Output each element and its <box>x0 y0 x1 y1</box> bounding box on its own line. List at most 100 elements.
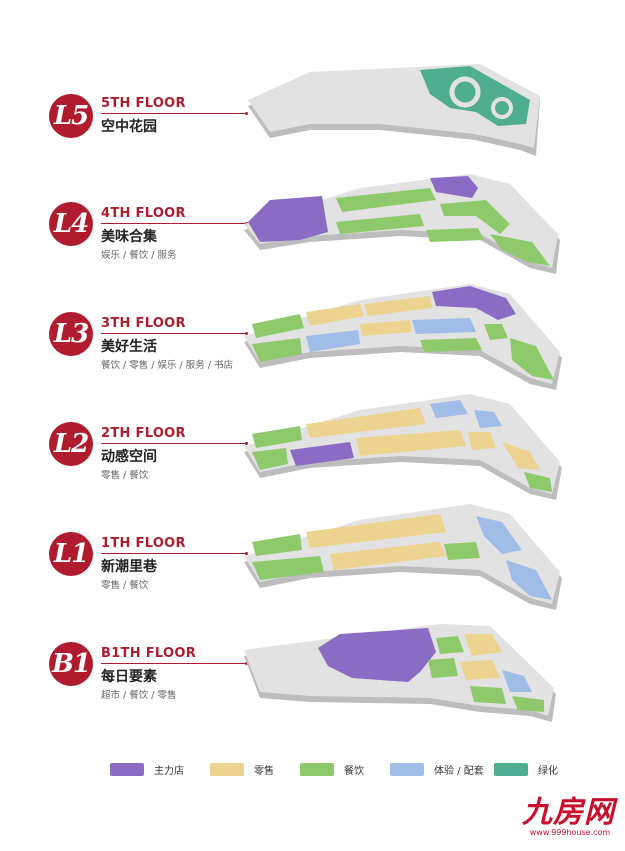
floor-title: 1TH FLOOR <box>101 536 186 551</box>
floor-title: 5TH FLOOR <box>101 96 186 111</box>
floor-plan-l3 <box>244 284 562 390</box>
floor-name: 每日要素 <box>101 669 157 685</box>
legend-label: 餐饮 <box>344 766 364 777</box>
legend-label: 零售 <box>254 766 274 777</box>
anchor-store <box>430 176 478 198</box>
floor-name: 新潮里巷 <box>101 559 157 575</box>
anchor-store <box>318 628 436 682</box>
logo-url: www.999house.com <box>529 828 611 837</box>
retail-block <box>460 660 500 680</box>
floor-plan-b1 <box>244 624 556 722</box>
retail-block <box>306 304 364 326</box>
dining-block <box>252 448 288 470</box>
dining-block <box>428 658 458 678</box>
dining-block <box>512 696 544 712</box>
floor-name: 动感空间 <box>101 449 157 465</box>
dining-block <box>440 200 510 234</box>
legend-item: 餐饮 <box>300 762 364 777</box>
floor-plan-l1 <box>244 504 562 610</box>
legend: 主力店 零售 餐饮 体验 / 配套 绿化 <box>110 762 580 780</box>
floor-plan-l4 <box>244 174 560 274</box>
dining-block <box>510 338 554 380</box>
connector-line <box>101 663 247 664</box>
floor-badge: L4 <box>49 202 93 246</box>
legend-label: 体验 / 配套 <box>434 766 484 777</box>
floor-row-b1: B1 B1TH FLOOR 每日要素 超市 / 餐饮 / 零售 <box>0 620 625 730</box>
connector-line <box>101 113 247 114</box>
connector-dot <box>245 112 248 115</box>
floor-plan-l5 <box>248 64 540 156</box>
retail-block <box>502 442 540 470</box>
anchor-store <box>432 286 516 320</box>
floor-badge: L2 <box>49 422 93 466</box>
retail-block <box>330 542 446 570</box>
floor-subtitle: 餐饮 / 零售 / 娱乐 / 服务 / 书店 <box>101 360 233 371</box>
dining-block <box>252 338 302 362</box>
dining-block <box>252 426 302 448</box>
legend-item: 零售 <box>210 762 274 777</box>
legend-swatch-experience <box>390 763 424 776</box>
legend-item: 绿化 <box>494 762 558 777</box>
dining-block <box>484 324 508 340</box>
legend-item: 主力店 <box>110 762 184 777</box>
floor-title: 2TH FLOOR <box>101 426 186 441</box>
connector-dot <box>245 662 248 665</box>
connector-line <box>101 333 247 334</box>
dining-block <box>420 338 482 352</box>
floor-name: 美好生活 <box>101 339 157 355</box>
connector-dot <box>245 552 248 555</box>
retail-block <box>360 320 412 336</box>
connector-line <box>101 553 247 554</box>
experience-block <box>502 670 532 692</box>
floor-badge: B1 <box>49 642 93 686</box>
floor-badge: L3 <box>49 312 93 356</box>
experience-block <box>306 330 360 352</box>
retail-block <box>306 514 446 548</box>
green-ring <box>449 76 481 108</box>
connector-line <box>101 223 247 224</box>
connector-dot <box>245 442 248 445</box>
floor-name: 空中花园 <box>101 119 157 135</box>
floor-name: 美味合集 <box>101 229 157 245</box>
retail-block <box>364 296 432 316</box>
floor-title: B1TH FLOOR <box>101 646 197 661</box>
floor-row-l1: L1 1TH FLOOR 新潮里巷 零售 / 餐饮 <box>0 510 625 620</box>
connector-line <box>101 443 247 444</box>
anchor-store <box>290 442 354 466</box>
dining-block <box>470 686 506 704</box>
legend-swatch-greenery <box>494 763 528 776</box>
floor-subtitle: 娱乐 / 餐饮 / 服务 <box>101 250 177 261</box>
floor-subtitle: 零售 / 餐饮 <box>101 580 149 591</box>
retail-block <box>356 430 466 456</box>
dining-block <box>490 234 550 266</box>
dining-block <box>336 214 424 234</box>
anchor-store <box>248 196 328 242</box>
retail-block <box>468 432 496 450</box>
floor-row-l2: L2 2TH FLOOR 动感空间 零售 / 餐饮 <box>0 400 625 510</box>
logo-text: 九房网 <box>522 795 615 830</box>
legend-item: 体验 / 配套 <box>390 762 484 777</box>
experience-block <box>476 516 522 554</box>
legend-label: 主力店 <box>154 766 184 777</box>
experience-block <box>506 560 552 600</box>
dining-block <box>426 228 484 242</box>
dining-block <box>524 472 552 492</box>
dining-block <box>252 314 304 338</box>
experience-block <box>412 318 476 334</box>
dining-block <box>444 542 480 560</box>
legend-swatch-anchor <box>110 763 144 776</box>
floor-badge: L1 <box>49 532 93 576</box>
dining-block <box>252 556 324 580</box>
floor-row-l3: L3 3TH FLOOR 美好生活 餐饮 / 零售 / 娱乐 / 服务 / 书店 <box>0 290 625 400</box>
experience-block <box>430 400 468 418</box>
legend-swatch-dining <box>300 763 334 776</box>
connector-dot <box>245 332 248 335</box>
retail-block <box>464 634 502 656</box>
floor-row-l4: L4 4TH FLOOR 美味合集 娱乐 / 餐饮 / 服务 <box>0 180 625 290</box>
retail-block <box>306 408 426 438</box>
floor-subtitle: 超市 / 餐饮 / 零售 <box>101 690 177 701</box>
dining-block <box>252 534 302 556</box>
floor-title: 4TH FLOOR <box>101 206 186 221</box>
floor-subtitle: 零售 / 餐饮 <box>101 470 149 481</box>
legend-label: 绿化 <box>538 766 558 777</box>
